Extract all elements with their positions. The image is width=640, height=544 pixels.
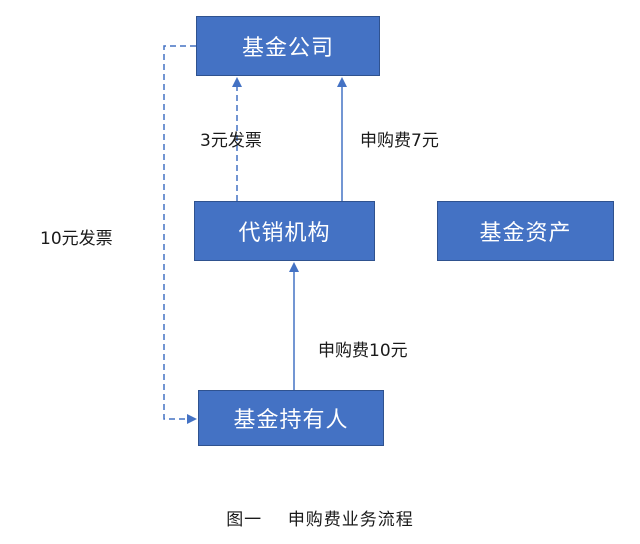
edge-label-invoice-3: 3元发票 bbox=[200, 131, 262, 151]
edge-label-fee-7: 申购费7元 bbox=[360, 131, 439, 151]
node-fund-company: 基金公司 bbox=[196, 16, 380, 76]
figure-caption: 图一 申购费业务流程 bbox=[0, 505, 640, 530]
edge-label-fee-10: 申购费10元 bbox=[318, 341, 408, 361]
node-fund-company-label: 基金公司 bbox=[241, 36, 334, 61]
arrow-company-to-holder-invoice bbox=[163, 45, 197, 424]
node-fund-assets: 基金资产 bbox=[437, 201, 614, 261]
figure-title: 申购费业务流程 bbox=[287, 510, 414, 530]
node-holder: 基金持有人 bbox=[198, 390, 384, 446]
node-agency-label: 代销机构 bbox=[238, 221, 331, 246]
figure-number: 图一 bbox=[226, 510, 263, 530]
node-fund-assets-label: 基金资产 bbox=[479, 221, 572, 246]
node-agency: 代销机构 bbox=[194, 201, 375, 261]
edge-label-invoice-10: 10元发票 bbox=[40, 229, 113, 249]
node-holder-label: 基金持有人 bbox=[233, 408, 349, 433]
